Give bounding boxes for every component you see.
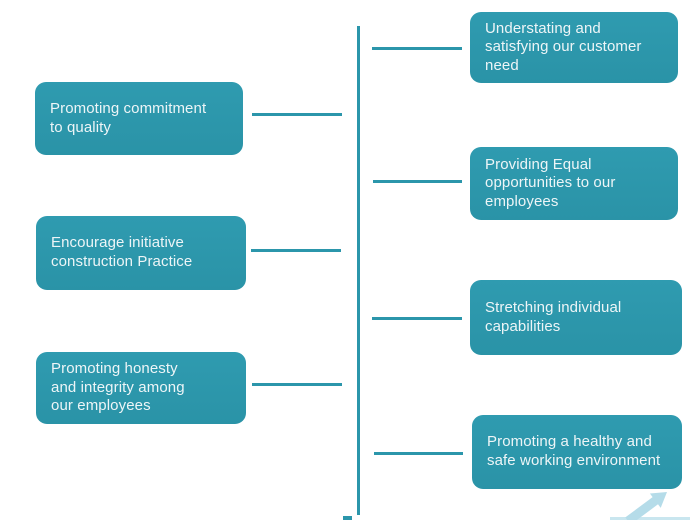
right-node-healthy-safe-environment: Promoting a healthy and safe working env… [472, 415, 682, 489]
right-node-equal-opportunities: Providing Equal opportunities to our emp… [470, 147, 678, 220]
node-label: Understating and satisfying our customer… [485, 19, 642, 74]
cutoff-shape-fragment [343, 516, 352, 520]
connector-right-3 [372, 317, 462, 320]
left-node-honesty-integrity: Promoting honesty and integrity among ou… [36, 352, 246, 424]
connector-left-1 [252, 113, 342, 116]
node-label: Providing Equal opportunities to our emp… [485, 155, 616, 210]
connector-left-3 [252, 383, 342, 386]
connector-right-1 [372, 47, 462, 50]
center-spine-line [357, 26, 360, 515]
right-node-individual-capabilities: Stretching individual capabilities [470, 280, 682, 355]
node-label: Promoting honesty and integrity among ou… [51, 360, 185, 415]
node-label: Promoting commitment to quality [50, 99, 207, 136]
connector-right-4 [374, 452, 463, 455]
node-label: Promoting a healthy and safe working env… [487, 433, 661, 469]
left-node-commitment-quality: Promoting commitment to quality [35, 82, 243, 155]
right-node-customer-need: Understating and satisfying our customer… [470, 12, 678, 83]
left-node-encourage-initiative: Encourage initiative construction Practi… [36, 216, 246, 290]
connector-left-2 [251, 249, 341, 252]
cutoff-arrow-fragment [610, 517, 690, 520]
node-label: Encourage initiative construction Practi… [51, 234, 193, 270]
up-right-arrow-icon [625, 492, 667, 520]
node-label: Stretching individual capabilities [485, 298, 622, 335]
connector-right-2 [373, 180, 462, 183]
